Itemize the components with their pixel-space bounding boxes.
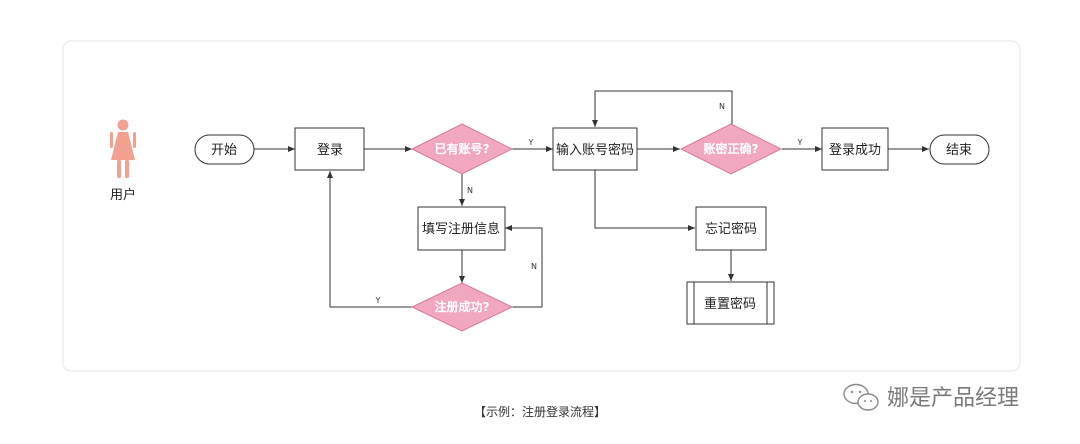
wechat-icon (843, 383, 879, 411)
node-login-ok-label: 登录成功 (829, 143, 881, 158)
label-register-no: N (531, 262, 537, 271)
user-arm-left (110, 132, 113, 148)
diagram-panel (62, 40, 1021, 372)
watermark: 娜是产品经理 (843, 383, 1019, 411)
node-fill-info-label: 填写注册信息 (422, 221, 500, 237)
node-forgot-pwd-label: 忘记密码 (705, 221, 757, 237)
node-has-account: 已有账号? (410, 123, 514, 175)
label-pwd-no: N (719, 102, 725, 111)
node-reset-pwd: 重置密码 (686, 281, 775, 325)
node-pwd-ok: 账密正确? (679, 123, 783, 175)
node-input-pwd-label: 输入账号密码 (556, 142, 634, 158)
user-leg-right (125, 160, 129, 178)
node-start: 开始 (194, 134, 255, 165)
user-leg-left (117, 160, 121, 178)
edge-register-login-yes (327, 171, 412, 308)
user-actor: 用户 (110, 119, 136, 203)
actor-label: 用户 (110, 187, 136, 203)
edge-register-fill-no (505, 225, 543, 308)
node-login-label: 登录 (317, 143, 343, 158)
node-input-pwd: 输入账号密码 (552, 127, 638, 171)
node-fill-info: 填写注册信息 (417, 206, 506, 251)
user-body-icon (111, 132, 135, 160)
diagram-caption: 【示例：注册登录流程】 (474, 404, 606, 419)
node-login: 登录 (294, 127, 365, 171)
node-register-ok-label: 注册成功? (435, 299, 490, 314)
node-reset-pwd-label: 重置密码 (704, 296, 756, 312)
label-hasaccount-yes: Y (528, 138, 534, 147)
node-forgot-pwd: 忘记密码 (695, 206, 767, 251)
user-arm-right (133, 132, 136, 148)
node-end-label: 结束 (946, 143, 972, 158)
watermark-text: 娜是产品经理 (887, 386, 1019, 411)
edges (254, 90, 929, 308)
edge-pwdok-input-no (592, 90, 733, 127)
node-register-ok: 注册成功? (410, 282, 514, 332)
node-end: 结束 (929, 134, 990, 165)
node-start-label: 开始 (211, 143, 237, 158)
node-pwd-ok-label: 账密正确? (704, 141, 759, 156)
node-login-ok: 登录成功 (821, 127, 889, 171)
label-hasaccount-no: N (467, 186, 473, 195)
node-has-account-label: 已有账号? (435, 141, 490, 156)
user-head (117, 119, 129, 131)
label-pwd-yes: Y (797, 138, 803, 147)
edge-input-forgot (594, 170, 695, 231)
label-register-yes: Y (375, 296, 381, 305)
